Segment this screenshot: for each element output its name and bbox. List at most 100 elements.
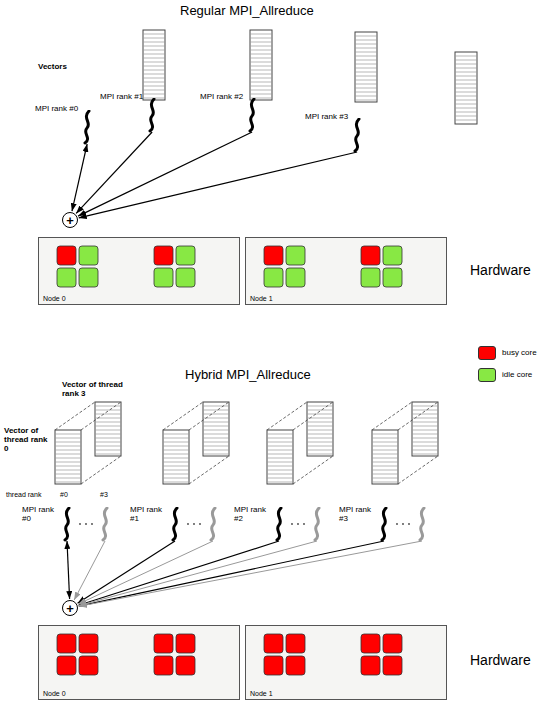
vector-element (372, 462, 398, 463)
axis-label: Vectors (38, 62, 67, 71)
cpu-core (361, 634, 380, 653)
vector-element (455, 76, 477, 77)
thread (420, 508, 424, 540)
thread-symbol (350, 118, 364, 154)
vector-element (355, 80, 377, 81)
cpu-core (361, 246, 380, 265)
vector-stack (163, 430, 189, 484)
vector-element (95, 450, 121, 451)
core-group (39, 626, 239, 699)
vector-element (250, 62, 272, 63)
rank-label: MPI rank #0 (22, 505, 58, 523)
vector-element (307, 414, 333, 415)
legend-swatch (478, 368, 496, 382)
ellipsis-dot (91, 523, 93, 525)
thread (211, 508, 215, 540)
ellipsis-dot (396, 523, 398, 525)
core-group (39, 238, 239, 304)
cpu-core (79, 634, 98, 653)
vector-element (355, 76, 377, 77)
vector-stack (412, 402, 438, 456)
vector-element (412, 406, 438, 407)
vector-element (412, 442, 438, 443)
thread-symbol (245, 98, 259, 134)
cpu-core (57, 268, 76, 287)
vector-element (455, 100, 477, 101)
cpu-core (57, 634, 76, 653)
cpu-core (264, 656, 283, 675)
vector-element (455, 60, 477, 61)
vector-stack (455, 52, 477, 124)
vector-element (95, 438, 121, 439)
vector-element (143, 38, 165, 39)
vector-outline (203, 402, 229, 456)
core-group (246, 626, 446, 699)
vector-element (372, 482, 398, 483)
vector-element (163, 442, 189, 443)
vector-element (267, 474, 293, 475)
depth-line (189, 402, 229, 430)
thread-number: #3 (100, 491, 108, 499)
vector-element (55, 482, 81, 483)
ellipsis-dot (187, 523, 189, 525)
ellipsis-dot (79, 523, 81, 525)
vector-element (95, 430, 121, 431)
legend-swatch (478, 346, 496, 360)
vector-element (355, 64, 377, 65)
vector-element (143, 94, 165, 95)
vector-outline (143, 30, 165, 100)
reduce-arrow (79, 152, 357, 218)
vector-outline (250, 30, 272, 100)
thread (315, 508, 319, 540)
operator-symbol: + (66, 214, 74, 227)
reduce-arrow (78, 132, 252, 216)
vector-element (250, 82, 272, 83)
vector-element (307, 450, 333, 451)
vector-element (412, 446, 438, 447)
vector-element (250, 50, 272, 51)
vector-element (412, 438, 438, 439)
mpi-rank: MPI rank #0 (22, 505, 112, 543)
vector-element (55, 462, 81, 463)
cpu-core (264, 634, 283, 653)
vector-element (55, 442, 81, 443)
vector-element (55, 450, 81, 451)
vector-element (203, 414, 229, 415)
vector-element (95, 446, 121, 447)
node-label: Node 0 (43, 295, 66, 302)
thread (65, 508, 69, 540)
vector-stack (355, 32, 377, 102)
vector-element (307, 422, 333, 423)
thread-symbol (60, 507, 112, 543)
vector-element (95, 422, 121, 423)
thread-arrow (79, 541, 422, 606)
depth-line (81, 402, 121, 430)
cpu-core (286, 656, 305, 675)
mpi-rank: MPI rank #1 (130, 505, 220, 543)
vector-element (455, 56, 477, 57)
vector-element (95, 414, 121, 415)
vector-outline (55, 430, 81, 484)
thread-symbol (377, 507, 429, 543)
vector-element (55, 466, 81, 467)
cpu-core (383, 246, 402, 265)
vector-element (143, 66, 165, 67)
vector-element (163, 450, 189, 451)
cpu-core (154, 656, 173, 675)
thread (277, 508, 281, 540)
ellipsis-dot (199, 523, 201, 525)
cpu-core (154, 246, 173, 265)
vector-element (455, 80, 477, 81)
vector-element (455, 88, 477, 89)
vector-element (95, 442, 121, 443)
vector-element (307, 430, 333, 431)
vector-element (307, 406, 333, 407)
vector-element (372, 478, 398, 479)
vector-element (143, 74, 165, 75)
vector-element (412, 410, 438, 411)
cpu-core (57, 246, 76, 265)
hardware-label: Hardware (470, 652, 531, 668)
vector-element (163, 470, 189, 471)
vector-element (355, 44, 377, 45)
vector-element (267, 470, 293, 471)
